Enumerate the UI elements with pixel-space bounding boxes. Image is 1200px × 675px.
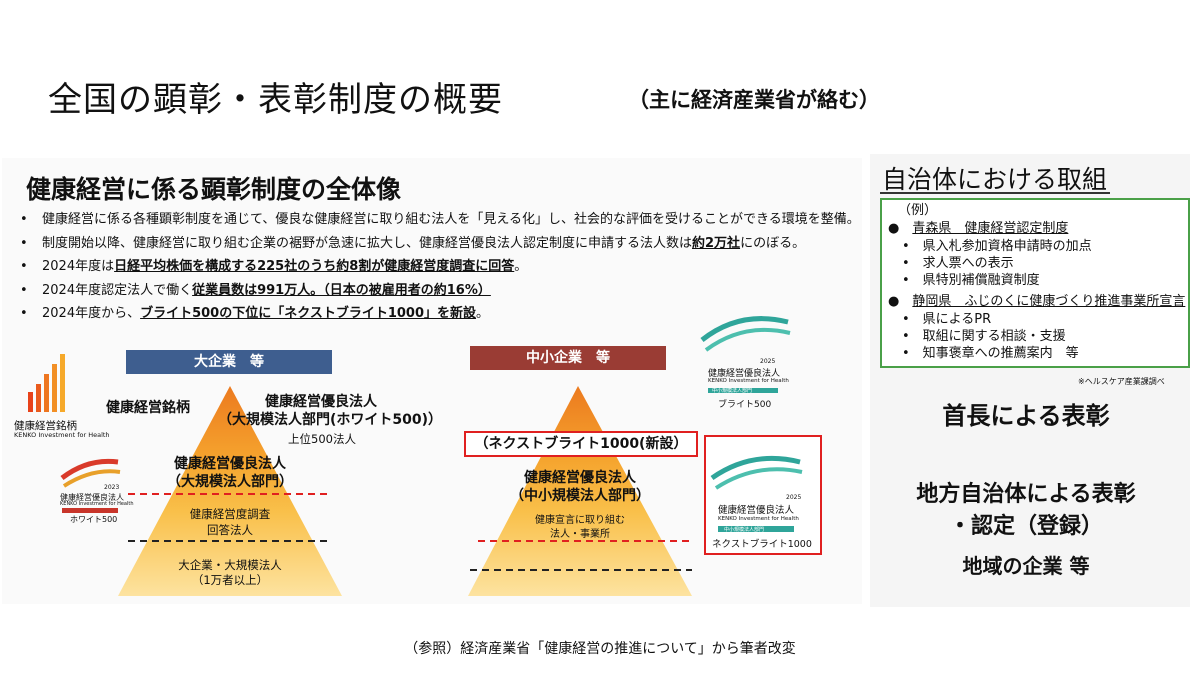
large-tier4-line2: （1万者以上） <box>191 573 269 587</box>
source-caption: （参照）経済産業省「健康経営の推進について」から筆者改変 <box>404 641 796 657</box>
next-bright-label: （ネクストブライト1000(新設） <box>474 436 688 452</box>
right-tier3: 地域の企業 等 <box>962 554 1090 578</box>
white500-logo-caption: ホワイト500 <box>70 515 118 524</box>
large-tier2-line1: 健康経営優良法人 <box>174 456 286 472</box>
bright500-logo-name: 健康経営優良法人 <box>708 369 781 379</box>
white500-logo-sub: KENKO Investment for Health <box>60 501 134 507</box>
nextbright-logo-band: 中小規模法人部門 <box>724 527 765 533</box>
brand-logo-bars <box>28 354 65 412</box>
shizuoka-title-text: 静岡県 ふじのくに健康づくり推進事業所宣言 <box>912 294 1186 309</box>
aomori-item: • 県入札参加資格申請時の加点 <box>902 239 1092 254</box>
nextbright-logo-mark <box>710 455 803 532</box>
sme-header: 中小企業 等 <box>470 346 666 370</box>
large-pyramid <box>118 386 342 596</box>
bullet-list: 健康経営に係る各種顕彰制度を通じて、優良な健康経営に取り組む法人を「見える化」し… <box>14 208 860 326</box>
nextbright-logo-name: 健康経営優良法人 <box>718 505 795 516</box>
sme-tier2-line2: （中小規模法人部門） <box>510 488 650 504</box>
large-tier1-title: 健康経営優良法人 <box>265 394 377 410</box>
white500-logo-name: 健康経営優良法人 <box>60 493 124 502</box>
next-bright-logo-box <box>704 435 822 555</box>
white500-logo-mark <box>60 458 121 513</box>
brand-logo-sub: KENKO Investment for Health <box>14 431 110 439</box>
sme-tier3-line1: 健康宣言に取り組む <box>535 515 625 526</box>
nextbright-logo-year: 2025 <box>786 494 802 501</box>
bright500-logo-mark <box>700 316 791 393</box>
panel-title: 健康経営に係る顕彰制度の全体像 <box>26 175 402 204</box>
aomori-item: • 県特別補償融資制度 <box>902 273 1040 288</box>
shizuoka-item: • 県によるPR <box>902 312 992 327</box>
example-box <box>880 198 1190 368</box>
sme-pyramid <box>468 386 692 596</box>
right-tier2-line1: 地方自治体による表彰 <box>916 482 1136 507</box>
bullet-item: 2024年度は日経平均株価を構成する225社のうち約8割が健康経営度調査に回答。 <box>14 255 854 279</box>
large-company-header: 大企業 等 <box>126 350 332 374</box>
white500-logo-year: 2023 <box>104 484 120 491</box>
right-title-underline <box>880 192 1110 194</box>
page-title: 全国の顕彰・表彰制度の概要 <box>48 80 503 120</box>
bullet-item: 2024年度認定法人で働く従業員数は991万人。（日本の被雇用者の約16%） <box>14 279 854 303</box>
right-panel-title: 自治体における取組 <box>882 165 1108 194</box>
large-tier2-line2: （大規模法人部門） <box>167 474 293 490</box>
shizuoka-item: • 取組に関する相談・支援 <box>902 329 1066 344</box>
bright500-logo-caption: ブライト500 <box>718 400 772 410</box>
aomori-item: • 求人票への表示 <box>902 256 1014 271</box>
source-note: ※ヘルスケア産業課調べ <box>1078 377 1165 386</box>
bright500-logo-band: 中小規模法人部門 <box>712 388 753 394</box>
large-tier1-note: 上位500法人 <box>288 432 356 446</box>
page-subtitle: （主に経済産業省が絡む） <box>628 88 880 112</box>
bullet-item: 健康経営に係る各種顕彰制度を通じて、優良な健康経営に取り組む法人を「見える化」し… <box>14 208 860 232</box>
nextbright-logo-sub: KENKO Investment for Health <box>718 516 799 522</box>
nextbright-logo-caption: ネクストブライト1000 <box>712 539 812 550</box>
brand-logo-caption: 健康経営銘柄 <box>14 420 77 432</box>
large-tier1-sub: （大規模法人部門(ホワイト500)） <box>218 412 443 428</box>
sme-tier2-line1: 健康経営優良法人 <box>524 470 636 486</box>
bullet-item: 制度開始以降、健康経営に取り組む企業の裾野が急速に拡大し、健康経営優良法人認定制… <box>14 232 854 256</box>
next-bright-box <box>464 431 698 457</box>
shizuoka-title: ● 静岡県 ふじのくに健康づくり推進事業所宣言 <box>888 294 1186 309</box>
large-tier3-line2: 回答法人 <box>207 523 253 537</box>
aomori-title: ● 青森県 健康経営認定制度 <box>888 221 1069 236</box>
bullet-item: 2024年度から、ブライト500の下位に「ネクストブライト1000」を新設。 <box>14 302 854 326</box>
right-tier2-line2: ・認定（登録） <box>948 514 1103 539</box>
right-tier1: 首長による表彰 <box>942 402 1110 430</box>
example-label: （例） <box>898 203 938 218</box>
large-tier3-line1: 健康経営度調査 <box>189 507 271 521</box>
brand-label: 健康経営銘柄 <box>106 400 190 416</box>
bright500-logo-sub: KENKO Investment for Health <box>708 378 789 384</box>
aomori-title-text: 青森県 健康経営認定制度 <box>912 221 1069 236</box>
bright500-logo-year: 2025 <box>760 358 776 365</box>
large-tier4-line1: 大企業・大規模法人 <box>178 558 282 572</box>
shizuoka-item: • 知事褒章への推薦案内 等 <box>902 346 1079 361</box>
sme-tier3-line2: 法人・事業所 <box>550 529 610 540</box>
